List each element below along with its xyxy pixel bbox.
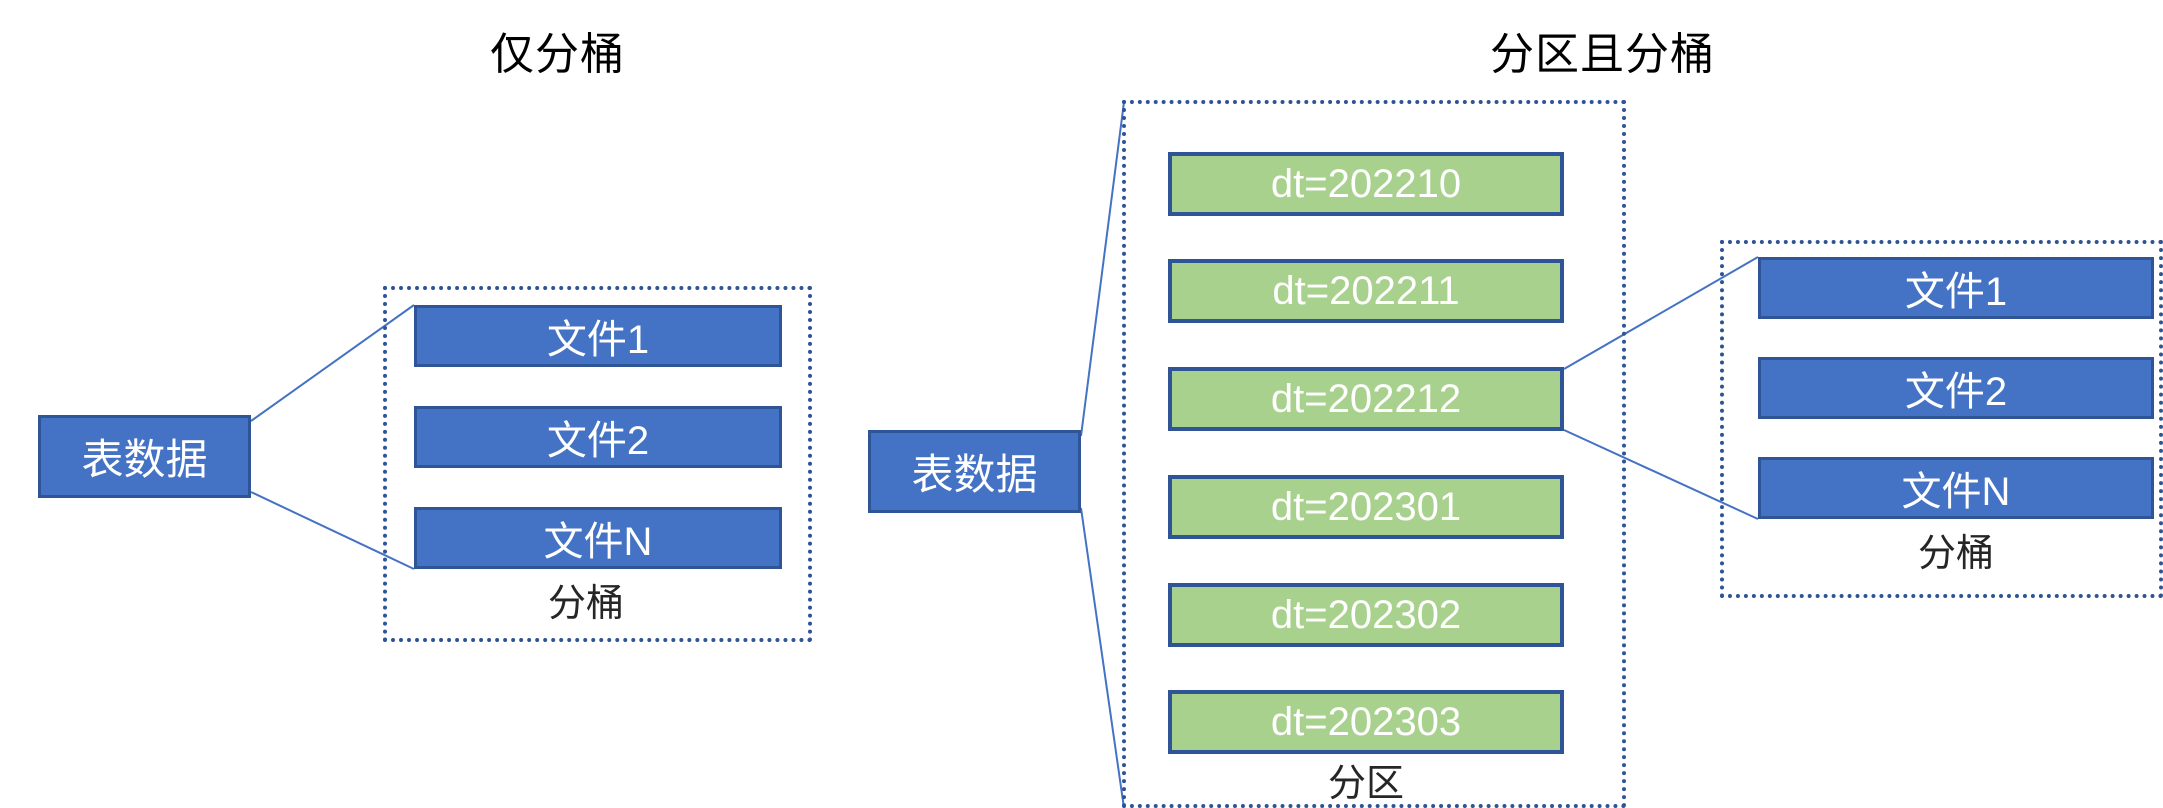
file-box-left-3[interactable]: 文件N <box>414 507 782 569</box>
bucket-group-right-caption: 分桶 <box>1918 533 1995 575</box>
partition-box-4[interactable]: dt=202301 <box>1168 475 1564 539</box>
panel-title-bucketed-only: 仅分桶 <box>490 30 625 79</box>
partition-box-3[interactable]: dt=202212 <box>1168 367 1564 431</box>
connector-mid-bottom <box>1080 507 1125 808</box>
file-box-right-3[interactable]: 文件N <box>1758 457 2154 519</box>
partition-group-caption: 分区 <box>1328 763 1405 805</box>
file-box-left-2[interactable]: 文件2 <box>414 406 782 468</box>
partition-box-2[interactable]: dt=202211 <box>1168 259 1564 323</box>
table-data-node-left[interactable]: 表数据 <box>38 415 251 498</box>
file-box-left-1[interactable]: 文件1 <box>414 305 782 367</box>
connector-mid-top <box>1080 101 1125 437</box>
file-box-right-2[interactable]: 文件2 <box>1758 357 2154 419</box>
bucket-group-left-caption: 分桶 <box>548 583 625 625</box>
partition-box-1[interactable]: dt=202210 <box>1168 152 1564 216</box>
partition-box-5[interactable]: dt=202302 <box>1168 583 1564 647</box>
partition-box-6[interactable]: dt=202303 <box>1168 690 1564 754</box>
panel-title-partitioned-and-bucketed: 分区且分桶 <box>1490 30 1715 79</box>
bucket-group-left <box>383 286 812 642</box>
table-data-node-right[interactable]: 表数据 <box>868 430 1081 513</box>
bucket-group-right <box>1720 240 2163 598</box>
file-box-right-1[interactable]: 文件1 <box>1758 257 2154 319</box>
partition-group <box>1122 100 1626 808</box>
